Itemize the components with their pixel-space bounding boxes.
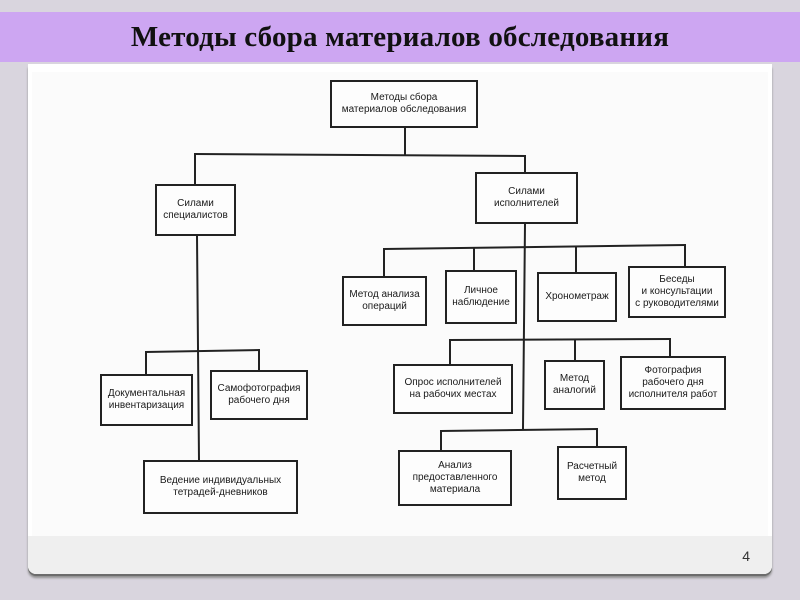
node-root: Методы сбора материалов обследования <box>330 80 478 128</box>
connector <box>193 152 527 158</box>
node-consultations: Беседы и консультации с руководителями <box>628 266 726 318</box>
node-calculation-method: Расчетный метод <box>557 446 627 500</box>
connector <box>448 337 672 342</box>
node-material-analysis: Анализ предоставленного материала <box>398 450 512 506</box>
node-workday-photography: Фотография рабочего дня исполнителя рабо… <box>620 356 726 410</box>
connector <box>439 427 599 433</box>
node-self-photography: Самофотография рабочего дня <box>210 370 308 420</box>
node-chronometry: Хронометраж <box>537 272 617 322</box>
connector <box>521 222 527 430</box>
page-number: 4 <box>742 548 750 564</box>
connector <box>144 348 261 354</box>
node-survey-performers: Опрос исполнителей на рабочих местах <box>393 364 513 414</box>
slide-title: Методы сбора материалов обследования <box>130 20 670 53</box>
connector <box>195 234 201 462</box>
title-bar: Методы сбора материалов обследования <box>0 12 800 62</box>
node-performers: Силами исполнителей <box>475 172 578 224</box>
node-operation-analysis: Метод анализа операций <box>342 276 427 326</box>
connector <box>382 243 687 251</box>
node-specialists: Силами специалистов <box>155 184 236 236</box>
node-individual-diaries: Ведение индивидуальных тетрадей-дневнико… <box>143 460 298 514</box>
node-analogy-method: Метод аналогий <box>544 360 605 410</box>
footer-strip: 4 <box>28 536 772 574</box>
node-documentary-inventory: Документальная инвентаризация <box>100 374 193 426</box>
node-personal-observation: Личное наблюдение <box>445 270 517 324</box>
